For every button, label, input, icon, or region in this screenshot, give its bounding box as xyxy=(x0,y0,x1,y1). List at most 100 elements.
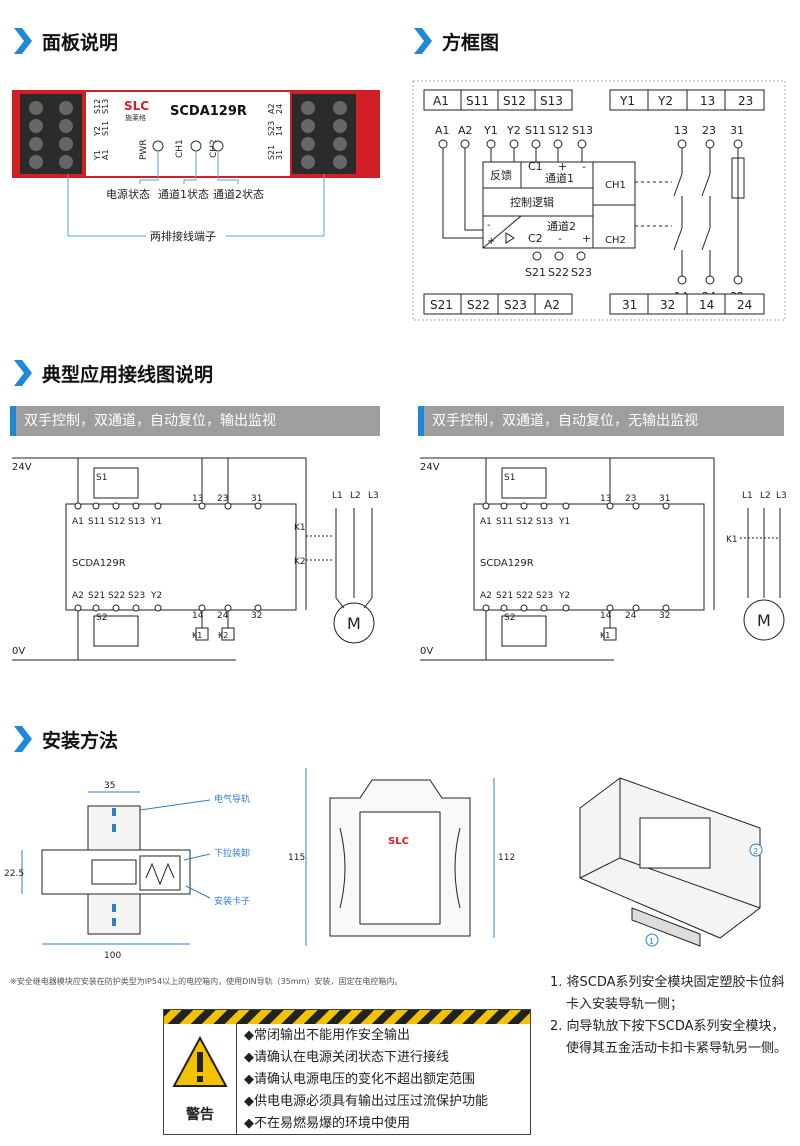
svg-text:K1: K1 xyxy=(600,631,610,640)
svg-text:A1: A1 xyxy=(72,517,84,527)
svg-text:S2: S2 xyxy=(96,613,107,623)
left-terminal-screws xyxy=(29,101,73,169)
svg-text:24V: 24V xyxy=(12,462,32,473)
svg-text:23: 23 xyxy=(702,124,716,137)
svg-text:Y2: Y2 xyxy=(150,591,162,601)
svg-text:K1: K1 xyxy=(294,523,306,533)
svg-text:L1: L1 xyxy=(332,491,343,501)
svg-text:S22: S22 xyxy=(516,591,533,601)
svg-text:A2: A2 xyxy=(458,124,473,137)
svg-text:31: 31 xyxy=(251,494,262,504)
svg-text:31: 31 xyxy=(730,124,744,137)
svg-text:23: 23 xyxy=(738,94,753,108)
install-diagrams: 35 22.5 100 电气导轨 下拉装卸 安装卡子 99 115 112 SL… xyxy=(4,768,763,961)
led-label-pwr: PWR xyxy=(139,139,149,160)
svg-text:S12: S12 xyxy=(548,124,569,137)
right-terminal-screws xyxy=(301,101,347,169)
module-face xyxy=(86,92,290,176)
svg-text:31: 31 xyxy=(659,494,670,504)
section-title-install: 安装方法 xyxy=(12,724,118,754)
brand-logo: SLC xyxy=(124,99,149,113)
warning-item: ◆供电电源必须具有输出过压过流保护功能 xyxy=(244,1094,488,1109)
svg-text:Y1: Y1 xyxy=(150,517,162,527)
svg-text:S22: S22 xyxy=(548,266,569,279)
led-label-ch1: CH1 xyxy=(175,139,185,158)
wiring-model: SCDA129R xyxy=(72,558,126,569)
svg-text:L2: L2 xyxy=(350,491,361,501)
svg-text:23: 23 xyxy=(217,494,228,504)
left-pin-label: A1 xyxy=(101,149,110,160)
chevron-right-icon xyxy=(14,360,32,386)
svg-text:115: 115 xyxy=(288,853,305,863)
svg-text:S13: S13 xyxy=(536,517,553,527)
svg-text:0V: 0V xyxy=(420,646,433,657)
svg-text:S13: S13 xyxy=(128,517,145,527)
led-ch1 xyxy=(190,140,202,152)
led-ch2 xyxy=(212,140,224,152)
svg-text:13: 13 xyxy=(192,494,203,504)
block-ch1: 通道1 xyxy=(545,171,574,185)
svg-text:S22: S22 xyxy=(467,298,490,312)
banner-right: 双手控制，双通道，自动复位，无输出监视 xyxy=(418,406,784,436)
svg-text:S12: S12 xyxy=(516,517,533,527)
chevron-right-icon xyxy=(14,28,32,54)
svg-text:32: 32 xyxy=(659,611,670,621)
svg-text:A2: A2 xyxy=(72,591,84,601)
model-name: SCDA129R xyxy=(170,104,247,119)
svg-text:S21: S21 xyxy=(88,591,105,601)
svg-text:13: 13 xyxy=(700,94,715,108)
svg-text:S1: S1 xyxy=(96,473,107,483)
svg-text:S22: S22 xyxy=(108,591,125,601)
svg-text:32: 32 xyxy=(660,298,675,312)
svg-text:35: 35 xyxy=(104,781,115,791)
right-pin-label: S23 xyxy=(267,121,276,136)
svg-text:S21: S21 xyxy=(430,298,453,312)
svg-text:L3: L3 xyxy=(368,491,379,501)
warning-item: ◆常闭输出不能用作安全输出 xyxy=(244,1028,410,1043)
right-pin-label: 31 xyxy=(275,150,284,160)
block-CH1: CH1 xyxy=(605,180,626,191)
block-c2: C2 xyxy=(528,232,543,245)
install-note: ※安全继电器模块应安装在防护类型为IP54以上的电控箱内，使用DIN导轨（35m… xyxy=(10,977,403,986)
clip-label: 安装卡子 xyxy=(214,895,250,907)
svg-text:2: 2 xyxy=(753,847,758,856)
svg-text:14: 14 xyxy=(699,298,714,312)
legend-power: 电源状态 xyxy=(106,187,150,201)
right-pin-label: A2 xyxy=(267,103,276,114)
svg-text:23: 23 xyxy=(625,494,636,504)
block-top-pins: A1 A2 Y1 Y2 S11 S12 S13 13 23 31 xyxy=(435,124,744,137)
right-pin-label: S21 xyxy=(267,145,276,160)
svg-text:S21: S21 xyxy=(525,266,546,279)
svg-text:A1: A1 xyxy=(480,517,492,527)
warning-triangle-icon xyxy=(172,1035,228,1087)
chevron-right-icon xyxy=(14,726,32,752)
svg-text:SCDA129R: SCDA129R xyxy=(480,558,534,569)
svg-text:S23: S23 xyxy=(536,591,553,601)
svg-text:A1: A1 xyxy=(435,124,450,137)
svg-text:S12: S12 xyxy=(503,94,526,108)
svg-text:-: - xyxy=(582,160,586,173)
svg-text:K1: K1 xyxy=(192,631,202,640)
left-pin-label: S13 xyxy=(101,99,110,114)
svg-text:S2: S2 xyxy=(504,613,515,623)
block-feedback: 反馈 xyxy=(490,169,512,182)
svg-text:S13: S13 xyxy=(540,94,563,108)
left-pin-label: Y1 xyxy=(93,150,102,161)
svg-text:A1: A1 xyxy=(433,94,449,108)
svg-text:0V: 0V xyxy=(12,646,25,657)
section-title-block: 方框图 xyxy=(412,26,499,56)
warning-item: ◆不在易燃易爆的环境中使用 xyxy=(244,1116,410,1131)
svg-text:32: 32 xyxy=(251,611,262,621)
svg-text:Y2: Y2 xyxy=(506,124,521,137)
warning-label: 警告 xyxy=(186,1107,214,1123)
legend-ch1: 通道1状态 xyxy=(158,187,209,201)
svg-text:L1: L1 xyxy=(742,491,753,501)
svg-text:24V: 24V xyxy=(420,462,440,473)
svg-text:14: 14 xyxy=(600,611,612,621)
svg-text:S23: S23 xyxy=(571,266,592,279)
svg-text:S21: S21 xyxy=(496,591,513,601)
install-steps: 1. 将SCDA系列安全模块固定塑胶卡位斜 卡入安装导轨一侧； 2. 向导轨放下… xyxy=(550,975,788,1056)
